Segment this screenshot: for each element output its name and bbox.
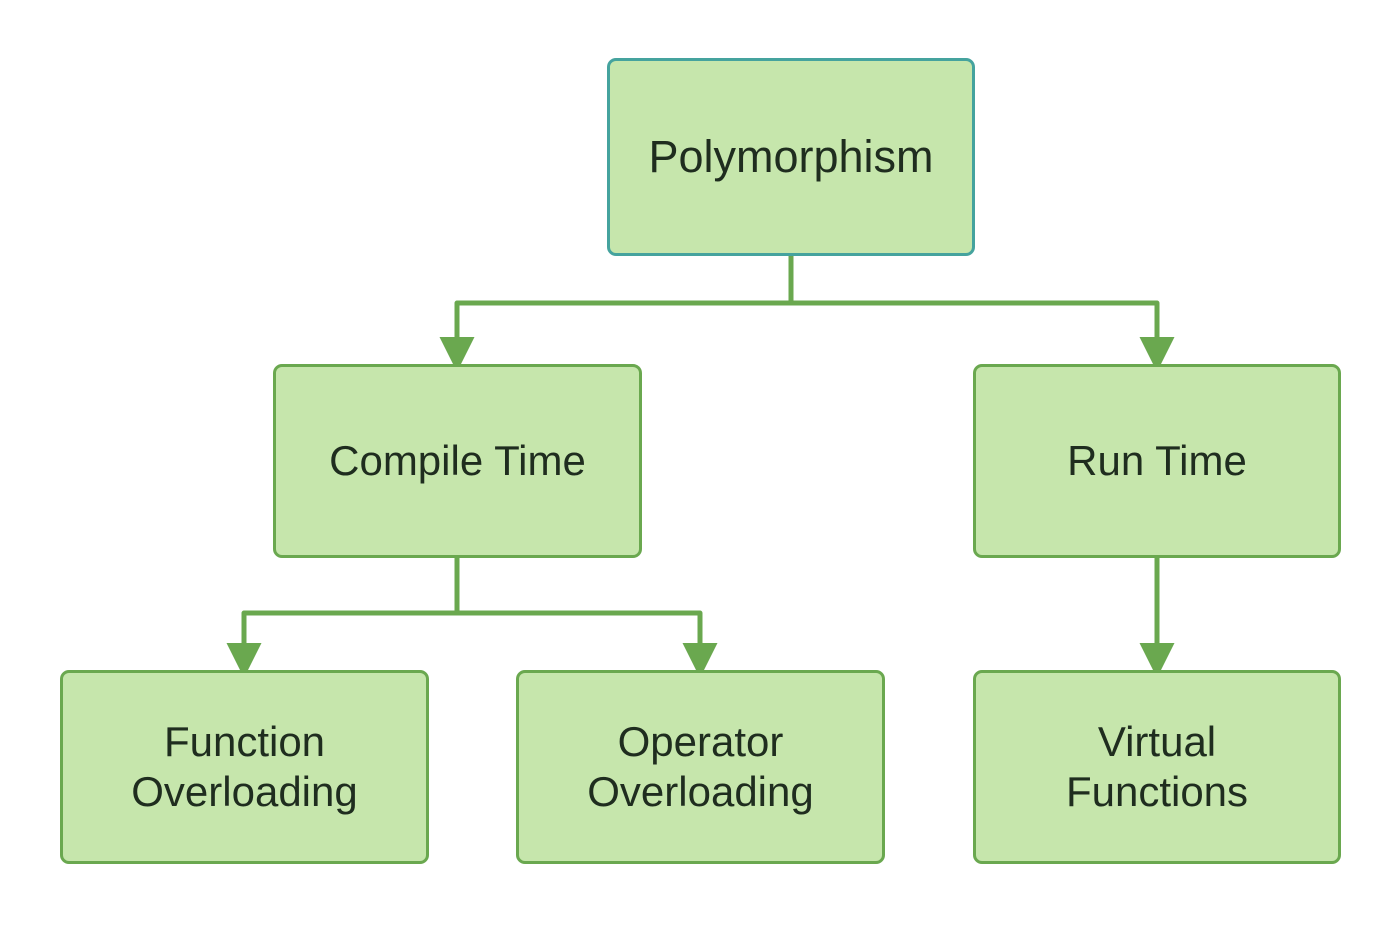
edge-root-to-runtime [788, 253, 1175, 372]
node-operator-overloading[interactable]: Operator Overloading [516, 670, 885, 864]
node-polymorphism[interactable]: Polymorphism [607, 58, 975, 256]
node-operator-overloading-label: Operator Overloading [587, 718, 814, 815]
node-function-overloading-label: Function Overloading [131, 718, 358, 815]
node-polymorphism-label: Polymorphism [648, 131, 934, 183]
edge-root-to-compile [439, 253, 794, 372]
node-virtual-functions-label: Virtual Functions [1065, 718, 1249, 815]
node-run-time[interactable]: Run Time [973, 364, 1341, 558]
edge-compile-to-operator-overloading [454, 555, 718, 678]
node-run-time-label: Run Time [1067, 437, 1247, 485]
node-compile-time[interactable]: Compile Time [273, 364, 642, 558]
edge-compile-to-function-overloading [226, 555, 460, 678]
node-virtual-functions[interactable]: Virtual Functions [973, 670, 1341, 864]
node-compile-time-label: Compile Time [329, 437, 586, 485]
node-function-overloading[interactable]: Function Overloading [60, 670, 429, 864]
